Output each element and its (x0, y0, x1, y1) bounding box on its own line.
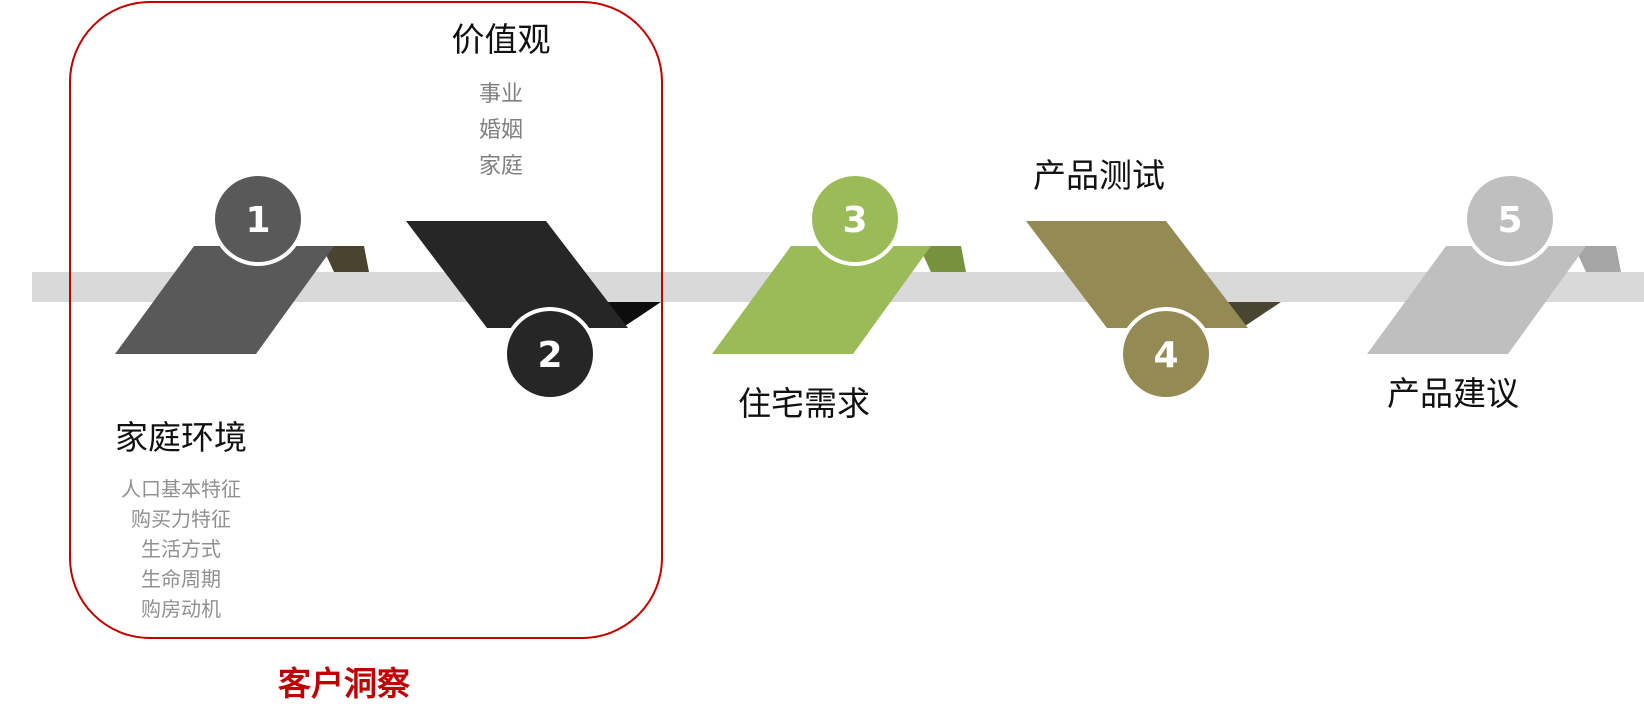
step-3-badge (808, 172, 902, 266)
step-4-title: 产品测试 (1033, 156, 1165, 195)
step-1-fold (322, 246, 369, 272)
step-3-fold (919, 246, 966, 272)
step-2-item-1: 事业 (478, 82, 523, 107)
step-2-item-3: 家庭 (478, 154, 523, 179)
step-5-number: 5 (1497, 200, 1522, 241)
step-2-title: 价值观 (451, 20, 551, 59)
step-2-item-2: 婚姻 (478, 118, 523, 143)
step-5-badge (1463, 172, 1557, 266)
step-4-badge (1119, 307, 1213, 401)
step-1-badge (211, 172, 305, 266)
step-3-title: 住宅需求 (738, 384, 870, 423)
step-1-item-1: 人口基本特征 (121, 477, 241, 501)
step-1-item-2: 购买力特征 (131, 507, 231, 531)
group-label: 客户洞察 (278, 664, 410, 703)
step-4-parallelogram (1026, 221, 1248, 328)
step-5-fold (1574, 246, 1621, 272)
step-1-number: 1 (245, 200, 270, 241)
step-2-parallelogram (406, 221, 628, 328)
step-1-item-3: 生活方式 (141, 537, 221, 561)
step-1-item-4: 生命周期 (141, 567, 221, 591)
step-3-parallelogram (712, 246, 931, 354)
group-frame (69, 1, 663, 639)
step-1-item-5: 购房动机 (141, 597, 221, 621)
step-1-title: 家庭环境 (115, 418, 247, 457)
step-3-number: 3 (842, 200, 867, 241)
step-1-parallelogram (115, 246, 334, 354)
step-5-title: 产品建议 (1387, 374, 1519, 413)
step-5-parallelogram (1367, 246, 1586, 354)
step-4-number: 4 (1153, 335, 1178, 376)
step-2-badge (503, 307, 597, 401)
step-2-number: 2 (537, 335, 562, 376)
